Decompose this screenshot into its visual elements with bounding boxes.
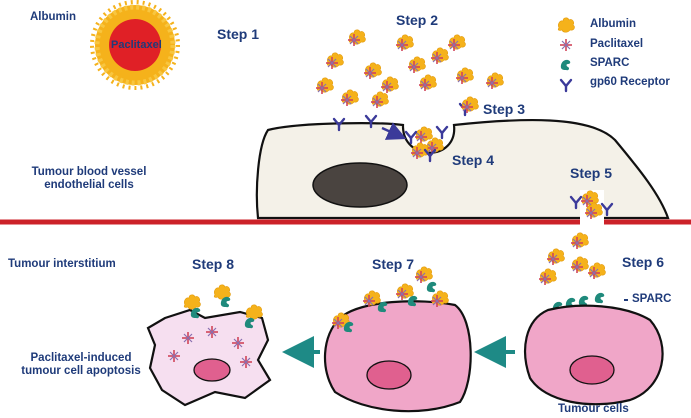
receptor-binding-arrow <box>381 122 407 140</box>
legend-albumin-label: Albumin <box>590 18 636 30</box>
apoptotic-tumour-cell <box>146 308 272 407</box>
tumour-nucleus-right <box>569 355 615 385</box>
tumour-cell-right <box>524 304 664 406</box>
legend-paclitaxel-icon <box>559 38 573 52</box>
tumour-interstitium-label: Tumour interstitium <box>8 258 116 270</box>
step-2-label: Step 2 <box>396 12 439 28</box>
step-6-complexes <box>539 249 605 285</box>
endothelial-label-line-2: endothelial cells <box>44 179 134 192</box>
apoptotic-nucleus <box>193 358 231 382</box>
step-8-label: Step 8 <box>192 256 235 272</box>
apoptosis-label-line-1: Paclitaxel-induced <box>30 352 132 364</box>
step-1-label: Step 1 <box>217 26 260 42</box>
legend-albumin-icon <box>557 17 575 33</box>
legend-gp60-receptor-label: gp60 Receptor <box>590 76 670 88</box>
legend-sparc-label: SPARC <box>590 57 630 69</box>
step-6-label: Step 6 <box>622 254 665 270</box>
endothelial-label-line-1: Tumour blood vessel <box>31 166 147 178</box>
step-2-albumin-paclitaxel-complexes <box>316 30 503 108</box>
step-4-label: Step 4 <box>452 152 495 168</box>
tumour-cells-label: Tumour cells <box>558 403 629 415</box>
apoptosis-label: Paclitaxel-induced tumour cell apoptosis <box>6 352 156 378</box>
albumin-paclitaxel-nanoparticle <box>90 0 180 90</box>
nanoparticle-paclitaxel-core <box>109 19 161 71</box>
step-3-label: Step 3 <box>483 101 526 117</box>
endothelial-nucleus <box>312 162 408 208</box>
legend-gp60-receptor-icon <box>559 78 573 93</box>
step-5-label: Step 5 <box>570 165 613 181</box>
endothelial-cells-label: Tumour blood vessel endothelial cells <box>14 166 164 192</box>
nanoparticle-albumin-label: Albumin <box>30 11 76 23</box>
tumour-nucleus-middle <box>366 360 412 390</box>
sparc-label: SPARC <box>632 293 672 305</box>
legend-icons <box>557 17 575 93</box>
nanoparticle-paclitaxel-label: Paclitaxel <box>111 39 162 51</box>
legend-paclitaxel-label: Paclitaxel <box>590 38 644 50</box>
apoptosis-label-line-2: tumour cell apoptosis <box>21 365 141 378</box>
legend-sparc-icon <box>560 59 571 71</box>
step-3-complex <box>461 97 478 113</box>
step-7-label: Step 7 <box>372 256 415 272</box>
